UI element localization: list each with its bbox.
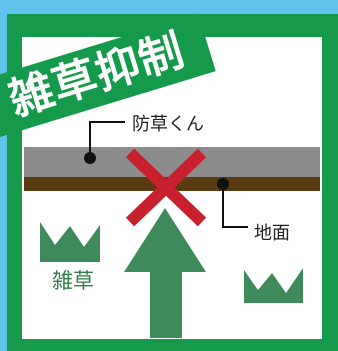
weed-barrier-sheet [24,147,320,177]
up-arrow-icon [124,208,206,338]
weed-label: 雑草 [52,269,94,293]
sheet-callout-line [89,121,125,158]
ground-label: 地面 [254,223,290,244]
weed-icon [244,268,303,303]
sheet-label: 防草くん [132,114,204,135]
ground-callout-dot [217,178,229,190]
weed-icon [40,222,100,262]
x-mark-icon [125,148,207,227]
sheet-callout-dot [84,152,96,164]
ground-callout-line [222,184,248,228]
